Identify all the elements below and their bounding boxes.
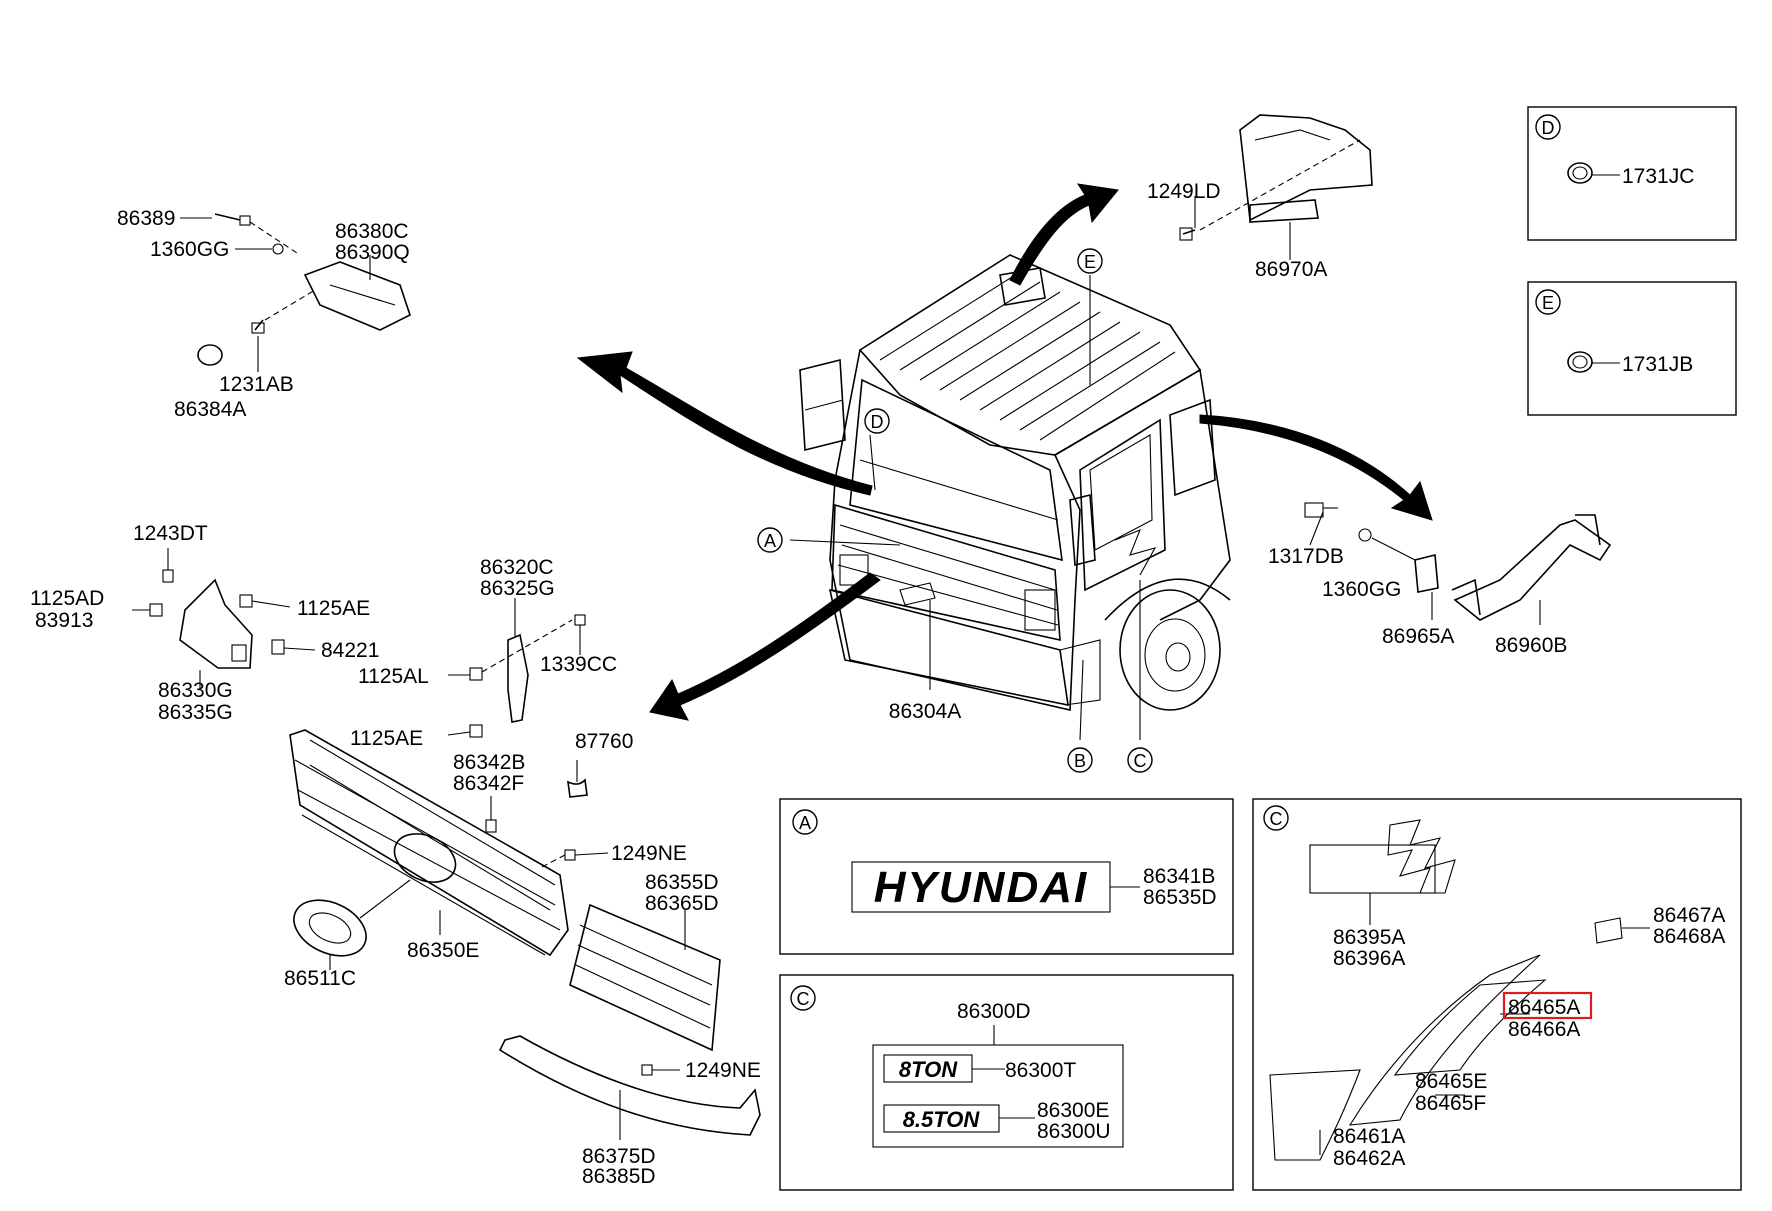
detail-c-decals-label: C bbox=[1270, 809, 1283, 829]
highlight-box-86465A bbox=[1502, 991, 1593, 1020]
detail-e-label: E bbox=[1542, 293, 1554, 313]
part-label-86462A: 86462A bbox=[1333, 1147, 1405, 1170]
part-label-86465F: 86465F bbox=[1415, 1092, 1486, 1115]
part-label-86395A: 86395A bbox=[1333, 926, 1405, 949]
part-label-86468A: 86468A bbox=[1653, 925, 1725, 948]
part-label-86300U: 86300U bbox=[1037, 1120, 1111, 1143]
part-label-86535D: 86535D bbox=[1143, 886, 1217, 909]
part-label-86300E: 86300E bbox=[1037, 1099, 1109, 1122]
part-label-86304A: 86304A bbox=[889, 700, 961, 723]
part-label-86300T: 86300T bbox=[1005, 1059, 1076, 1082]
part-label-86325G: 86325G bbox=[480, 577, 555, 600]
callout-a-truck-label: A bbox=[764, 531, 776, 551]
ton-85-emblem: 8.5TON bbox=[903, 1107, 981, 1132]
part-label-86970A: 86970A bbox=[1255, 258, 1327, 281]
part-label-87760: 87760 bbox=[575, 730, 633, 753]
part-label-86390Q: 86390Q bbox=[335, 241, 410, 264]
part-label-86320C: 86320C bbox=[480, 556, 554, 579]
part-label-1360GG-top: 1360GG bbox=[150, 238, 229, 261]
part-label-86355D: 86355D bbox=[645, 871, 719, 894]
part-label-86350E: 86350E bbox=[407, 939, 479, 962]
part-label-86511C: 86511C bbox=[284, 967, 356, 990]
lamp-bracket-group: 1243DT 1125AD 83913 1125AE 84221 86330G … bbox=[30, 522, 379, 724]
detail-box-a: A HYUNDAI 86341B 86535D bbox=[779, 798, 1234, 955]
part-label-86384A: 86384A bbox=[174, 398, 246, 421]
ton-8-emblem: 8TON bbox=[899, 1057, 958, 1082]
front-grille-group: 86342B 86342F 87760 1249NE 86511C 86350E bbox=[284, 729, 687, 990]
part-label-1243DT: 1243DT bbox=[133, 522, 208, 545]
callout-c-truck-label: C bbox=[1134, 751, 1147, 771]
detail-d-label: D bbox=[1542, 118, 1555, 138]
part-label-1125AE-b: 1125AE bbox=[350, 727, 423, 750]
part-label-1125AE-a: 1125AE bbox=[297, 597, 370, 620]
callout-e-truck bbox=[1077, 248, 1103, 274]
detail-c-emblems-label: C bbox=[797, 989, 810, 1009]
part-label-1249LD: 1249LD bbox=[1147, 180, 1221, 203]
part-label-1731JC: 1731JC bbox=[1622, 165, 1694, 188]
part-label-1317DB: 1317DB bbox=[1268, 545, 1344, 568]
part-label-1249NE-a: 1249NE bbox=[611, 842, 687, 865]
part-label-86342F: 86342F bbox=[453, 772, 524, 795]
part-label-86335G: 86335G bbox=[158, 701, 233, 724]
truck-callouts: A D E B C 86304A bbox=[757, 248, 1153, 773]
part-label-86389: 86389 bbox=[117, 207, 175, 230]
part-label-86375D: 86375D bbox=[582, 1145, 656, 1168]
callout-e-truck-label: E bbox=[1084, 252, 1096, 272]
part-label-83913: 83913 bbox=[35, 609, 93, 632]
callout-d-truck bbox=[864, 408, 890, 434]
detail-box-e: E 1731JB bbox=[1527, 281, 1737, 416]
part-label-1249NE-b: 1249NE bbox=[685, 1059, 761, 1082]
callout-d-truck-label: D bbox=[871, 412, 884, 432]
part-label-86385D: 86385D bbox=[582, 1165, 656, 1188]
detail-box-d: D 1731JC bbox=[1527, 106, 1737, 241]
air-deflector-group: 1249LD 86970A bbox=[1147, 114, 1373, 281]
part-label-1231AB: 1231AB bbox=[219, 373, 294, 396]
hyundai-emblem-text: HYUNDAI bbox=[874, 863, 1088, 912]
mirror-bracket-group: 86389 1360GG 86380C 86390Q 1231AB 86384A bbox=[117, 207, 411, 421]
detail-a-label: A bbox=[799, 813, 811, 833]
part-label-1360GG-right: 1360GG bbox=[1322, 578, 1401, 601]
bottom-trim-group: 1249NE 86375D 86385D bbox=[498, 1035, 761, 1188]
part-label-86300D: 86300D bbox=[957, 1000, 1031, 1023]
callout-b-truck-label: B bbox=[1074, 751, 1086, 771]
callout-c-truck bbox=[1127, 747, 1153, 773]
part-label-86341B: 86341B bbox=[1143, 865, 1215, 888]
part-label-86965A: 86965A bbox=[1382, 625, 1454, 648]
part-label-1731JB: 1731JB bbox=[1622, 353, 1693, 376]
part-label-86960B: 86960B bbox=[1495, 634, 1567, 657]
part-label-86330G: 86330G bbox=[158, 679, 233, 702]
part-label-84221: 84221 bbox=[321, 639, 379, 662]
callout-a-truck bbox=[757, 527, 783, 553]
grille-bracket-group: 86320C 86325G 1339CC 1125AL 1125AE bbox=[350, 556, 617, 750]
part-label-86461A: 86461A bbox=[1333, 1125, 1405, 1148]
part-label-86380C: 86380C bbox=[335, 220, 409, 243]
grille-side-panel: 86355D 86365D bbox=[569, 871, 721, 1052]
part-label-1125AD: 1125AD bbox=[30, 587, 104, 610]
part-label-86466A: 86466A bbox=[1508, 1018, 1580, 1041]
part-label-86396A: 86396A bbox=[1333, 947, 1405, 970]
grab-handle-group: 1317DB 1360GG 86965A 86960B bbox=[1268, 502, 1612, 657]
part-label-86365D: 86365D bbox=[645, 892, 719, 915]
part-label-86467A: 86467A bbox=[1653, 904, 1725, 927]
part-label-1339CC: 1339CC bbox=[540, 653, 617, 676]
part-label-86465E: 86465E bbox=[1415, 1070, 1487, 1093]
callout-b-truck bbox=[1067, 747, 1093, 773]
part-label-86342B: 86342B bbox=[453, 751, 525, 774]
detail-box-c-decals: C 86395A 86396A 86467A 86468A 86465A 864… bbox=[1252, 798, 1742, 1191]
part-label-1125AL: 1125AL bbox=[358, 665, 429, 688]
part-label-86465A: 86465A bbox=[1508, 996, 1580, 1019]
truck-cab-illustration bbox=[799, 254, 1231, 711]
detail-box-c-emblems: C 86300D 8TON 86300T 8.5TON 86300E 86300… bbox=[779, 974, 1234, 1191]
direction-arrows bbox=[576, 183, 1433, 721]
